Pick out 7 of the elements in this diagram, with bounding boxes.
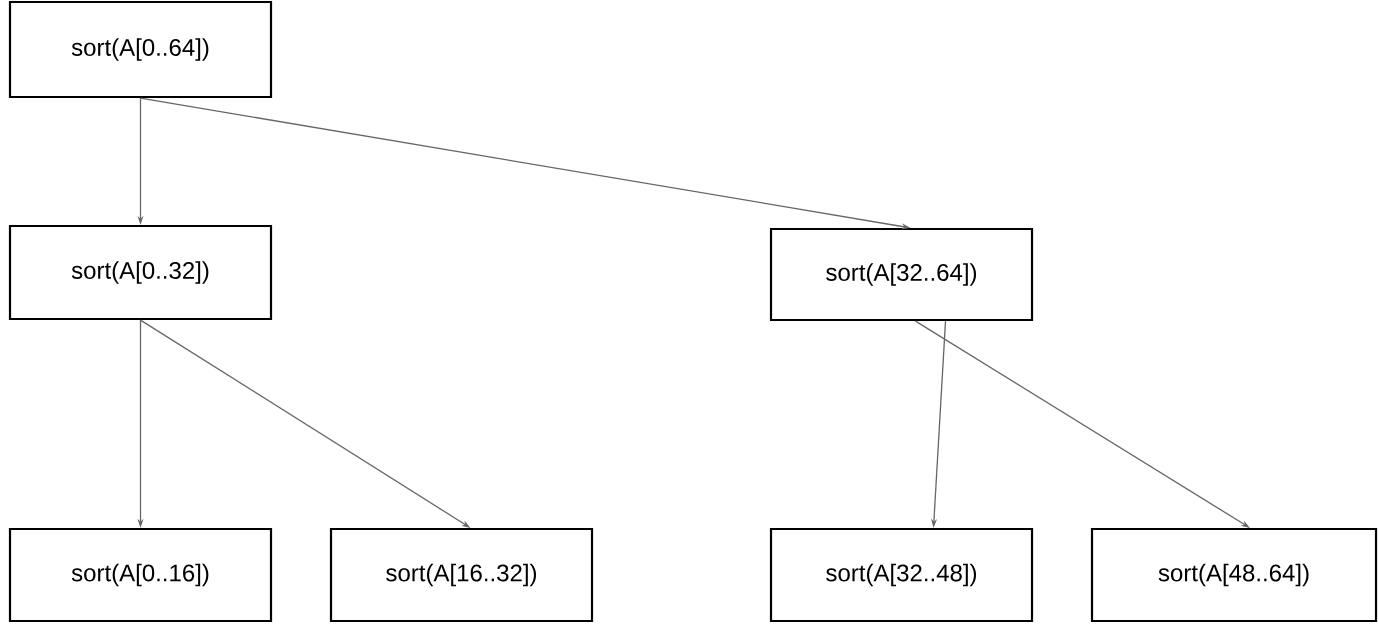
process-box: sort(A[32..48]): [769, 527, 1034, 623]
process-box: sort(A[16..32]): [329, 527, 594, 623]
process-box: sort(A[48..64]): [1090, 527, 1378, 623]
process-box: sort(A[32..64]): [769, 227, 1034, 322]
process-box: sort(A[0..16]): [8, 527, 273, 623]
process-box: sort(A[0..32]): [8, 224, 273, 321]
process-box: sort(A[0..64]): [8, 0, 273, 99]
